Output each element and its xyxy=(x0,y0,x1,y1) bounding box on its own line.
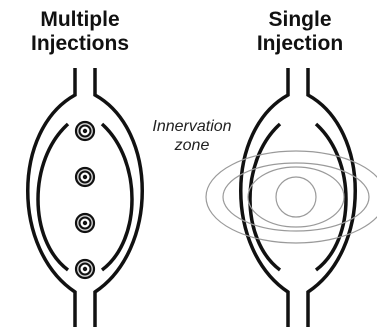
left-muscle-inner-fiber-left xyxy=(38,124,68,270)
innervation-zone-label-line2: zone xyxy=(135,136,249,155)
innervation-zone-label-line1: Innervation xyxy=(135,117,249,136)
single-injection-title-line2: Injection xyxy=(223,32,377,56)
single-injection-title: Single Injection xyxy=(223,8,377,56)
right-muscle-inner-fiber-right xyxy=(316,124,346,270)
injection-point xyxy=(76,260,94,278)
diffusion-ring-core xyxy=(276,177,316,217)
right-muscle-outline-right xyxy=(308,68,355,327)
left-muscle-inner-fiber-right xyxy=(102,124,132,270)
diffusion-ring-inner xyxy=(248,167,344,227)
innervation-zone-label: Innervation zone xyxy=(135,117,249,155)
left-muscle-outline-right xyxy=(95,68,142,327)
left-muscle-outline-left xyxy=(28,68,75,327)
injection-point xyxy=(76,122,94,140)
injection-point xyxy=(76,214,94,232)
multiple-injections-title-line1: Multiple xyxy=(0,8,160,32)
right-muscle xyxy=(241,68,356,327)
multiple-injections-title-line2: Injections xyxy=(0,32,160,56)
single-injection-title-line1: Single xyxy=(223,8,377,32)
injection-points xyxy=(76,122,94,278)
left-muscle xyxy=(28,68,143,327)
multiple-injections-title: Multiple Injections xyxy=(0,8,160,56)
injection-point xyxy=(76,168,94,186)
